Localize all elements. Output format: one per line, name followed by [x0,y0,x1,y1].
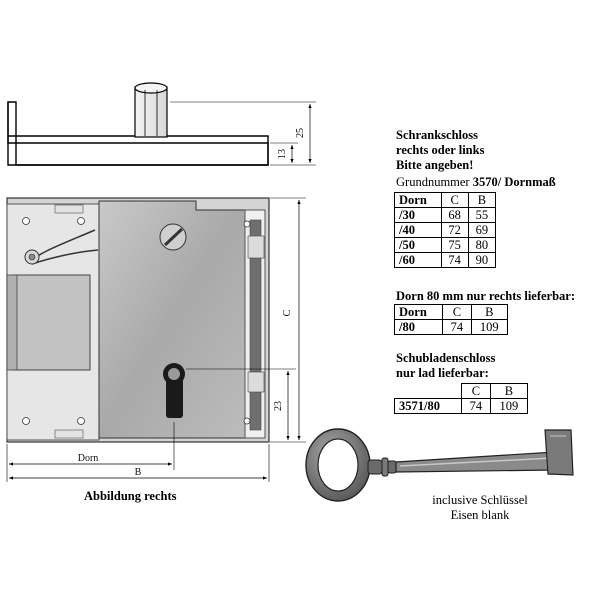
table-cell: 72 [440,222,469,238]
schub-table: C B 3571/80 74 109 [394,383,529,414]
dorn80-title: Dorn 80 mm nur rechts lieferbar: [396,289,576,303]
figure-caption: Abbildung rechts [84,489,177,503]
dim-dorn: Dorn [78,453,99,464]
table-cell: /80 [393,319,444,335]
info-line3: Bitte angeben! [396,158,474,172]
table-cell: 75 [440,237,469,253]
info-line2: rechts oder links [396,143,485,157]
key-illustration [305,428,574,502]
lock-front-body [6,197,270,443]
table-cell: 74 [460,398,491,414]
schub-line2: nur lad lieferbar: [396,366,489,380]
dim-b: B [135,467,142,478]
table-cell: 68 [440,207,469,223]
table-header-c: C [442,304,472,320]
schub-line1: Schubladenschloss [396,351,496,365]
dim-c: C [282,309,293,316]
table-row: /50 75 80 [394,237,497,253]
table-row: /30 68 55 [394,207,497,223]
info-line4-pre: Grundnummer [396,175,473,189]
table-cell: /60 [394,252,442,268]
dim-23: 23 [273,401,284,411]
key-caption: inclusive Schlüssel Eisen blank [410,493,550,523]
table-cell: 109 [470,319,509,335]
table-cell: /50 [394,237,442,253]
dim-25: 25 [295,128,306,138]
table-header-row: Dorn C B [393,304,509,320]
table-cell: 3571/80 [394,398,462,414]
key-caption-line2: Eisen blank [450,508,510,522]
table-cell: 55 [467,207,497,223]
info-line4-bold: 3570 [472,175,498,189]
info-grundnummer: Grundnummer 3570/ Dornmaß [396,175,556,190]
lock-side-profile [7,82,316,166]
table-header-row: Dorn C B [394,192,497,208]
table-row: /60 74 90 [394,252,497,268]
table-header-b: B [489,383,529,399]
dorn80-table: Dorn C B /80 74 109 [393,304,509,335]
table-cell: 80 [467,237,497,253]
table-row: /40 72 69 [394,222,497,238]
table-header-dorn: Dorn [394,192,442,208]
info-line1: Schrankschloss [396,128,478,142]
key-caption-line1: inclusive Schlüssel [432,493,528,507]
front-dimensions [6,197,306,482]
table-header-row: C B [395,383,529,399]
table-row: /80 74 109 [393,319,509,335]
table-cell: 74 [442,319,472,335]
table-header-b: B [467,192,497,208]
table-cell: 69 [467,222,497,238]
table-cell: 74 [440,252,469,268]
dim-13: 13 [277,149,288,159]
table-cell: 109 [489,398,529,414]
table-header-c: C [440,192,469,208]
info-block: Schrankschloss rechts oder links Bitte a… [396,128,484,173]
table-header-c: C [460,383,491,399]
table-cell: /30 [394,207,442,223]
table-header-dorn: Dorn [393,304,444,320]
dorn-size-table: Dorn C B /30 68 55 /40 72 69 /50 75 80 /… [394,192,497,268]
table-row: 3571/80 74 109 [394,398,529,414]
info-line4-post: / Dornmaß [497,175,556,189]
table-header-b: B [470,304,509,320]
table-header-blank [395,384,462,399]
table-cell: /40 [394,222,442,238]
table-cell: 90 [467,252,497,268]
schub-block: Schubladenschloss nur lad lieferbar: [396,351,495,381]
